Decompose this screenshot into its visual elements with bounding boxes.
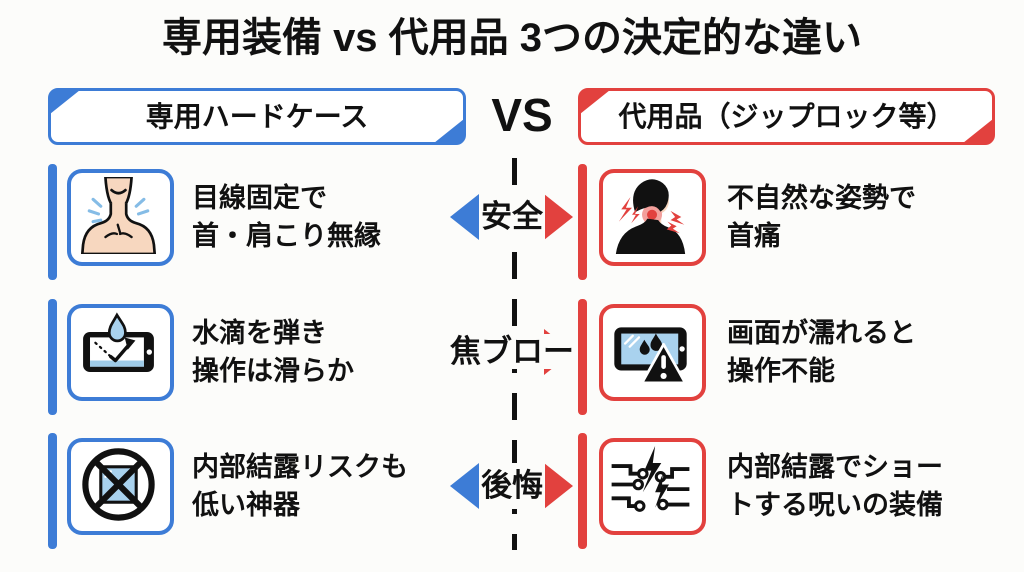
right-accent-bar: [578, 299, 587, 415]
left-column-header: 専用ハードケース: [48, 88, 466, 145]
right-accent-bar: [578, 164, 587, 280]
page-title: 専用装備 vs 代用品 3つの決定的な違い: [161, 16, 863, 60]
left-accent-bar: [48, 433, 57, 549]
row-keyword: 焦ブロー: [450, 334, 574, 369]
right-accent-bar: [578, 433, 587, 549]
row-keyword: 後悔: [479, 463, 545, 509]
left-column-header-label: 専用ハードケース: [145, 101, 369, 132]
row-keyword: 安全: [479, 194, 545, 240]
relaxed-neck-icon: [67, 169, 174, 266]
comparison-row-safety: 目線固定で 首・肩こり無縁 安全 不自: [0, 163, 1024, 290]
keyword-arrow-left-icon: [450, 463, 479, 509]
right-claim-text: 不自然な姿勢で 首痛: [727, 183, 916, 251]
short-circuit-icon: [599, 438, 706, 535]
left-claim-text: 目線固定で 首・肩こり無縁: [192, 183, 381, 251]
right-claim-text: 内部結露でショー トする呪いの装備: [727, 452, 943, 520]
vs-label: VS: [491, 89, 553, 141]
right-claim-text: 画面が濡れると 操作不能: [727, 318, 916, 386]
water-repel-tablet-icon: [67, 304, 174, 401]
neck-pain-icon: [599, 169, 706, 266]
left-accent-bar: [48, 299, 57, 415]
right-column-header-label: 代用品（ジップロック等）: [618, 101, 955, 132]
no-condensation-icon: [67, 438, 174, 535]
keyword-arrow-right-icon: [544, 194, 573, 240]
right-column-header: 代用品（ジップロック等）: [578, 88, 995, 145]
left-accent-bar: [48, 164, 57, 280]
comparison-row-regret: 内部結露リスクも 低い神器 後悔: [0, 432, 1024, 559]
keyword-arrow-right-icon: [544, 463, 573, 509]
wet-screen-warning-icon: [599, 304, 706, 401]
left-claim-text: 内部結露リスクも 低い神器: [192, 452, 408, 520]
left-claim-text: 水滴を弾き 操作は滑らか: [192, 318, 354, 386]
comparison-row-operation: 水滴を弾き 操作は滑らか 焦ブロー 画面が濡れると 操作不能: [0, 298, 1024, 425]
keyword-arrow-left-icon: [450, 194, 479, 240]
